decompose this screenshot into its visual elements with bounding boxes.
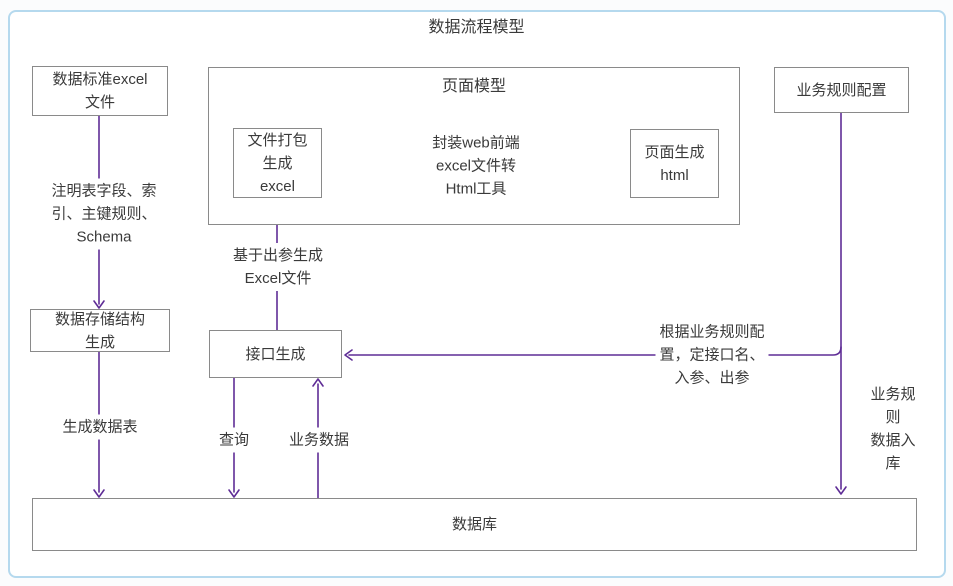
edge-label-web-excel-to-html-tool: 封装web前端 excel文件转 Html工具 xyxy=(428,130,524,202)
arrowhead-up-businessdata xyxy=(312,378,324,387)
group-page-model-title: 页面模型 xyxy=(441,78,506,95)
edge-ruleconfig-to-api xyxy=(348,346,842,356)
edge-label-annotate-fields: 注明表字段、索 引、主键规则、 Schema xyxy=(47,178,161,250)
edge-label-based-on-output-excel: 基于出参生成 Excel文件 xyxy=(228,243,328,291)
arrowhead-down-database-right xyxy=(835,486,847,495)
arrowhead-down-query xyxy=(228,489,240,498)
node-page-generate-html: 页面生成 html xyxy=(630,129,719,198)
node-data-storage-generate: 数据存储结构 生成 xyxy=(30,309,170,352)
edge-label-business-data: 业务数据 xyxy=(284,427,354,453)
node-file-package-excel: 文件打包 生成 excel xyxy=(233,128,322,198)
arrowhead-left-api xyxy=(344,349,353,361)
edge-label-per-business-rules: 根据业务规则配 置，定接口名、 入参、出参 xyxy=(655,319,769,391)
node-data-standard-excel: 数据标准excel 文件 xyxy=(32,66,168,116)
node-database: 数据库 xyxy=(32,498,917,551)
node-api-generate: 接口生成 xyxy=(209,330,342,378)
node-business-rule-config: 业务规则配置 xyxy=(774,67,909,113)
page-title: 数据流程模型 xyxy=(428,19,525,36)
edge-label-query: 查询 xyxy=(214,427,254,453)
edge-label-business-rules-into-db: 业务规则 数据入库 xyxy=(863,382,923,476)
arrowhead-down-database-left xyxy=(93,489,105,498)
arrowhead-down-storage xyxy=(93,300,105,309)
edge-label-generate-data-table: 生成数据表 xyxy=(58,414,142,440)
